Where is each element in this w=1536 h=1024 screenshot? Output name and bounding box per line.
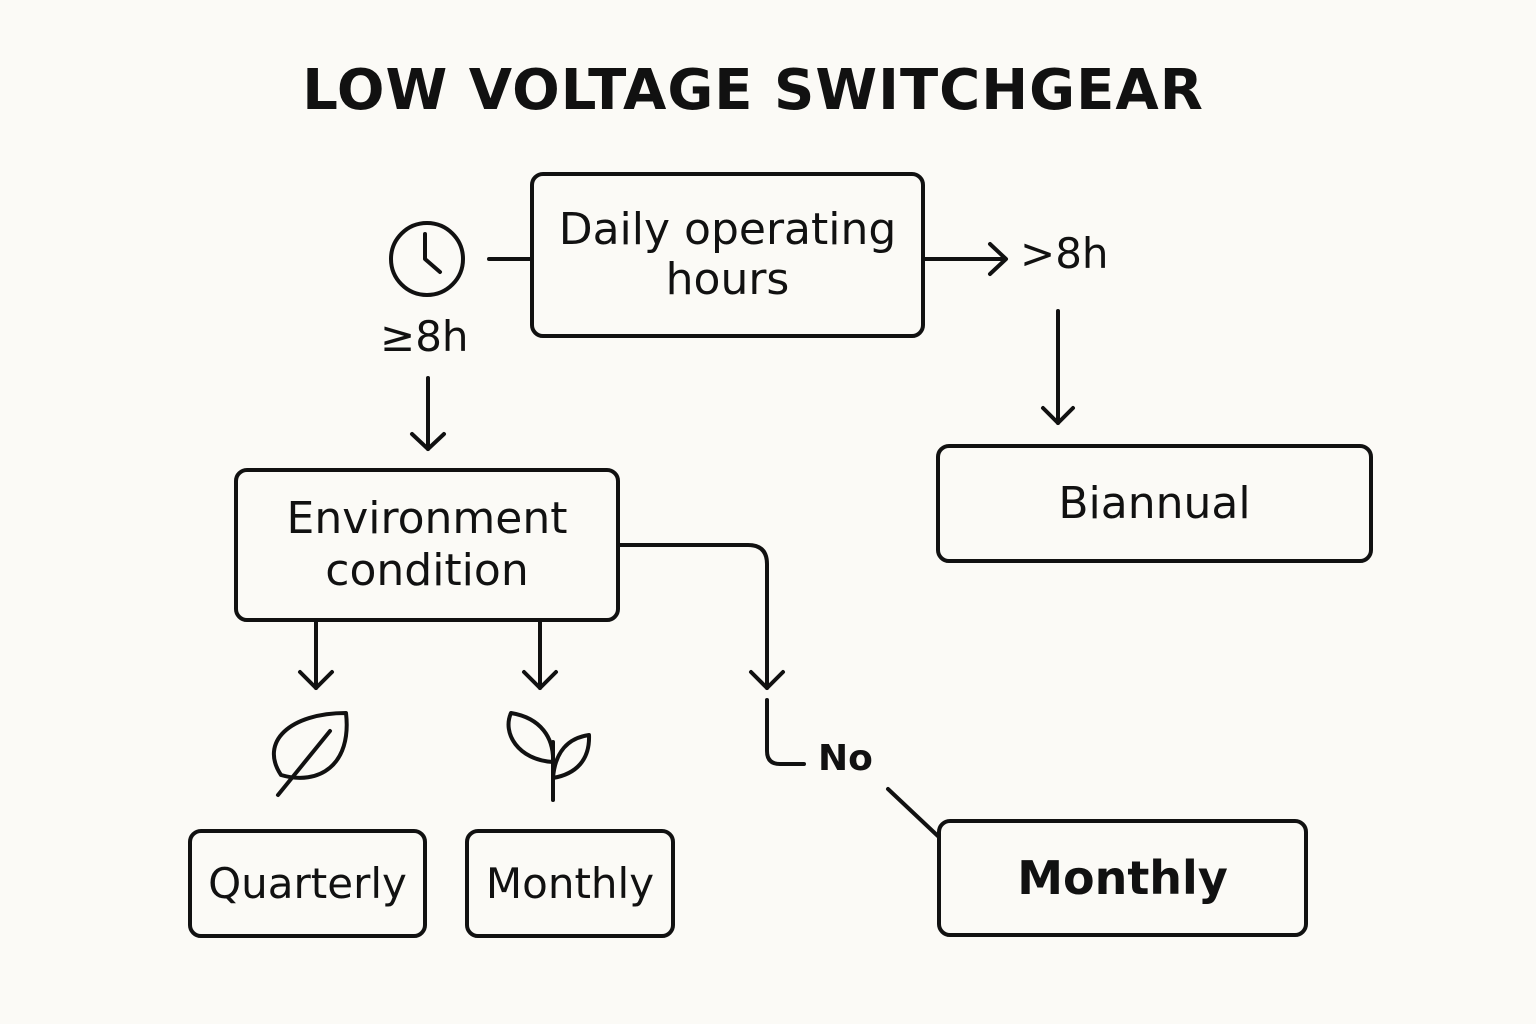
monthly-plant-label: Monthly (485, 859, 655, 908)
no-label: No (818, 738, 873, 779)
connector-to-no (765, 698, 806, 766)
gt-8h-label: >8h (1020, 229, 1109, 278)
monthly-plant-box: Monthly (465, 829, 675, 938)
biannual-label: Biannual (1058, 478, 1251, 529)
arrow-gt8h-biannual (1041, 309, 1075, 425)
daily-operating-hours-label: Daily operating hours (558, 204, 897, 305)
quarterly-label: Quarterly (208, 859, 407, 908)
biannual-box: Biannual (936, 444, 1373, 563)
arrow-environment-right (617, 543, 785, 690)
monthly-no-label: Monthly (1017, 851, 1228, 905)
arrow-environment-leaf (298, 619, 334, 690)
leaf-icon (272, 711, 349, 797)
environment-condition-label: Environment condition (286, 493, 568, 596)
quarterly-box: Quarterly (188, 829, 427, 938)
environment-condition-box: Environment condition (234, 468, 620, 622)
gte-8h-label: ≥8h (380, 312, 469, 361)
diagram-title: LOW VOLTAGE SWITCHGEAR (302, 58, 1204, 123)
daily-operating-hours-box: Daily operating hours (530, 172, 925, 338)
sprout-icon (506, 711, 592, 802)
monthly-no-box: Monthly (937, 819, 1308, 937)
connector-no-monthly (886, 787, 942, 840)
arrow-daily-gt8h (922, 242, 1008, 276)
clock-icon (389, 221, 465, 297)
arrow-environment-sprout (522, 619, 558, 690)
arrow-gte8h-environment (410, 376, 446, 451)
